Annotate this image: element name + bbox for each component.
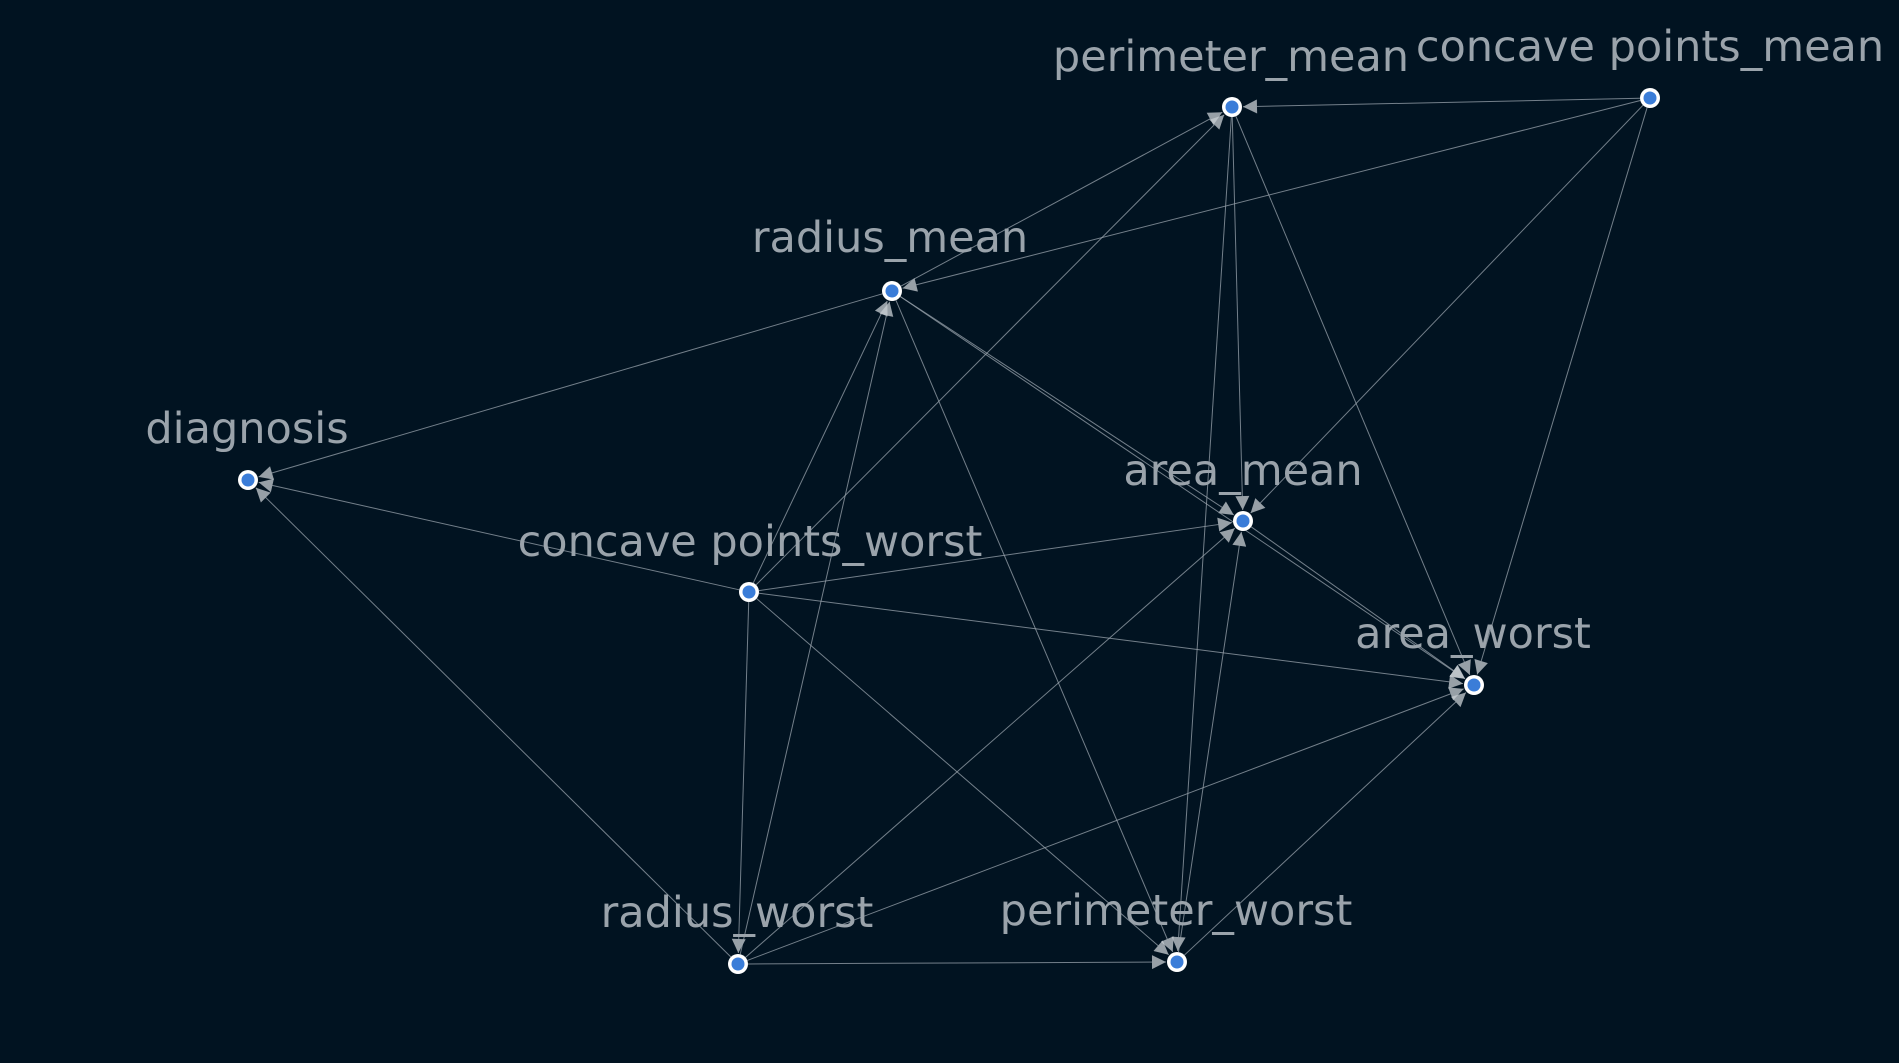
edge-perimeter_worst-to-area_mean [1177, 531, 1247, 953]
edge-radius_mean-to-perimeter_mean [900, 111, 1223, 287]
edge-concave_points_worst-to-diagnosis [258, 478, 740, 591]
node-perimeter_worst[interactable]: perimeter_worst [1000, 886, 1353, 972]
edge-perimeter_mean-to-area_mean [1231, 116, 1250, 511]
node-label: diagnosis [145, 404, 348, 454]
node-concave_points_mean[interactable]: concave points_mean [1416, 22, 1884, 108]
node-dot [1467, 678, 1481, 692]
node-label: radius_mean [752, 213, 1028, 263]
edge-radius_worst-to-perimeter_worst [747, 955, 1167, 970]
node-dot [1225, 100, 1239, 114]
node-diagnosis[interactable]: diagnosis [145, 404, 349, 490]
node-perimeter_mean[interactable]: perimeter_mean [1053, 32, 1409, 117]
edge-radius_worst-to-diagnosis [255, 487, 732, 958]
edge-concave_points_worst-to-area_worst [758, 592, 1464, 689]
node-concave_points_worst[interactable]: concave points_worst [518, 517, 983, 602]
node-area_mean[interactable]: area_mean [1123, 446, 1363, 531]
edge-area_mean-to-area_worst [1250, 526, 1466, 680]
node-dot [241, 473, 255, 487]
node-radius_worst[interactable]: radius_worst [601, 888, 874, 974]
edge-concave_points_worst-to-radius_worst [731, 601, 750, 954]
edge-radius_worst-to-radius_mean [739, 301, 894, 955]
edge-radius_mean-to-area_worst [900, 296, 1466, 680]
edges-layer [255, 97, 1648, 970]
edge-concave_points_mean-to-area_mean [1250, 104, 1644, 514]
node-label: radius_worst [601, 888, 874, 938]
node-dot [731, 957, 745, 971]
node-dot [1643, 91, 1657, 105]
edge-perimeter_mean-to-area_worst [1235, 116, 1471, 676]
edge-radius_worst-to-area_mean [745, 527, 1236, 958]
edge-radius_mean-to-perimeter_worst [895, 300, 1174, 953]
node-label: perimeter_mean [1053, 32, 1409, 82]
node-label: area_mean [1123, 446, 1362, 496]
node-dot [1170, 955, 1184, 969]
edge-radius_mean-to-area_mean [900, 296, 1235, 516]
edge-concave_points_worst-to-perimeter_mean [755, 114, 1225, 586]
node-dot [885, 284, 899, 298]
edge-concave_points_mean-to-perimeter_mean [1242, 97, 1641, 114]
node-area_worst[interactable]: area_worst [1355, 609, 1591, 695]
edge-perimeter_worst-to-area_worst [1183, 692, 1467, 956]
edge-concave_points_mean-to-area_worst [1474, 107, 1648, 675]
edge-concave_points_worst-to-radius_mean [752, 300, 888, 584]
node-label: perimeter_worst [1000, 886, 1353, 936]
node-label: concave points_worst [518, 517, 983, 567]
node-radius_mean[interactable]: radius_mean [752, 213, 1028, 301]
node-dot [742, 585, 756, 599]
edge-perimeter_mean-to-perimeter_worst [1171, 116, 1232, 952]
node-dot [1236, 514, 1250, 528]
node-label: concave points_mean [1416, 22, 1884, 72]
edge-concave_points_mean-to-radius_mean [902, 99, 1641, 292]
node-label: area_worst [1355, 609, 1591, 659]
edge-concave_points_worst-to-perimeter_worst [756, 598, 1170, 956]
edge-concave_points_worst-to-area_mean [758, 517, 1233, 592]
edge-radius_mean-to-diagnosis [258, 293, 883, 480]
edge-radius_worst-to-area_worst [747, 687, 1464, 961]
